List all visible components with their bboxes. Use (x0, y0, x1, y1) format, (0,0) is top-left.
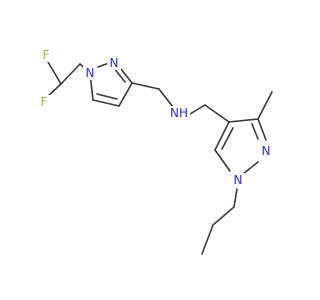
bond (214, 149, 231, 172)
bond (233, 188, 238, 208)
bond (47, 61, 62, 85)
bond (92, 99, 120, 107)
pyrazole-a-n2-atom: N (107, 56, 121, 70)
bond (96, 93, 118, 100)
bond (221, 127, 234, 150)
bond (204, 104, 230, 123)
bond (257, 118, 267, 141)
bond (60, 63, 81, 85)
bond (251, 123, 259, 140)
pyrazole-b-n1-atom: N (231, 173, 245, 187)
pyrazole-a-n1-label: N (86, 66, 95, 80)
bond (131, 82, 160, 90)
bond (113, 67, 126, 83)
bond (242, 161, 259, 175)
fluorine-top-label: F (43, 48, 50, 62)
pyrazole-b-n2-label: N (262, 144, 271, 158)
pyrazole-a-n1-atom: N (83, 66, 97, 80)
atom-label-set: F F N N NH N N (36, 48, 273, 187)
secondary-amine-label: NH (170, 106, 188, 120)
pyrazole-a-n2-label: N (110, 56, 119, 70)
bond (257, 91, 273, 120)
bond (212, 206, 235, 226)
bond (158, 88, 174, 108)
secondary-amine-atom: NH (168, 106, 190, 120)
molecule-structure: F F N N NH N N (36, 48, 273, 255)
fluorine-bottom-label: F (41, 95, 48, 109)
fluorine-top-atom: F (38, 48, 54, 62)
bond (201, 224, 214, 255)
pyrazole-b-n2-atom: N (259, 144, 273, 158)
bond (228, 118, 259, 123)
bond-set (45, 61, 273, 255)
fluorine-bottom-atom: F (36, 95, 52, 109)
bond (214, 121, 230, 151)
bond (118, 82, 133, 107)
pyrazole-b-n1-label: N (234, 173, 243, 187)
